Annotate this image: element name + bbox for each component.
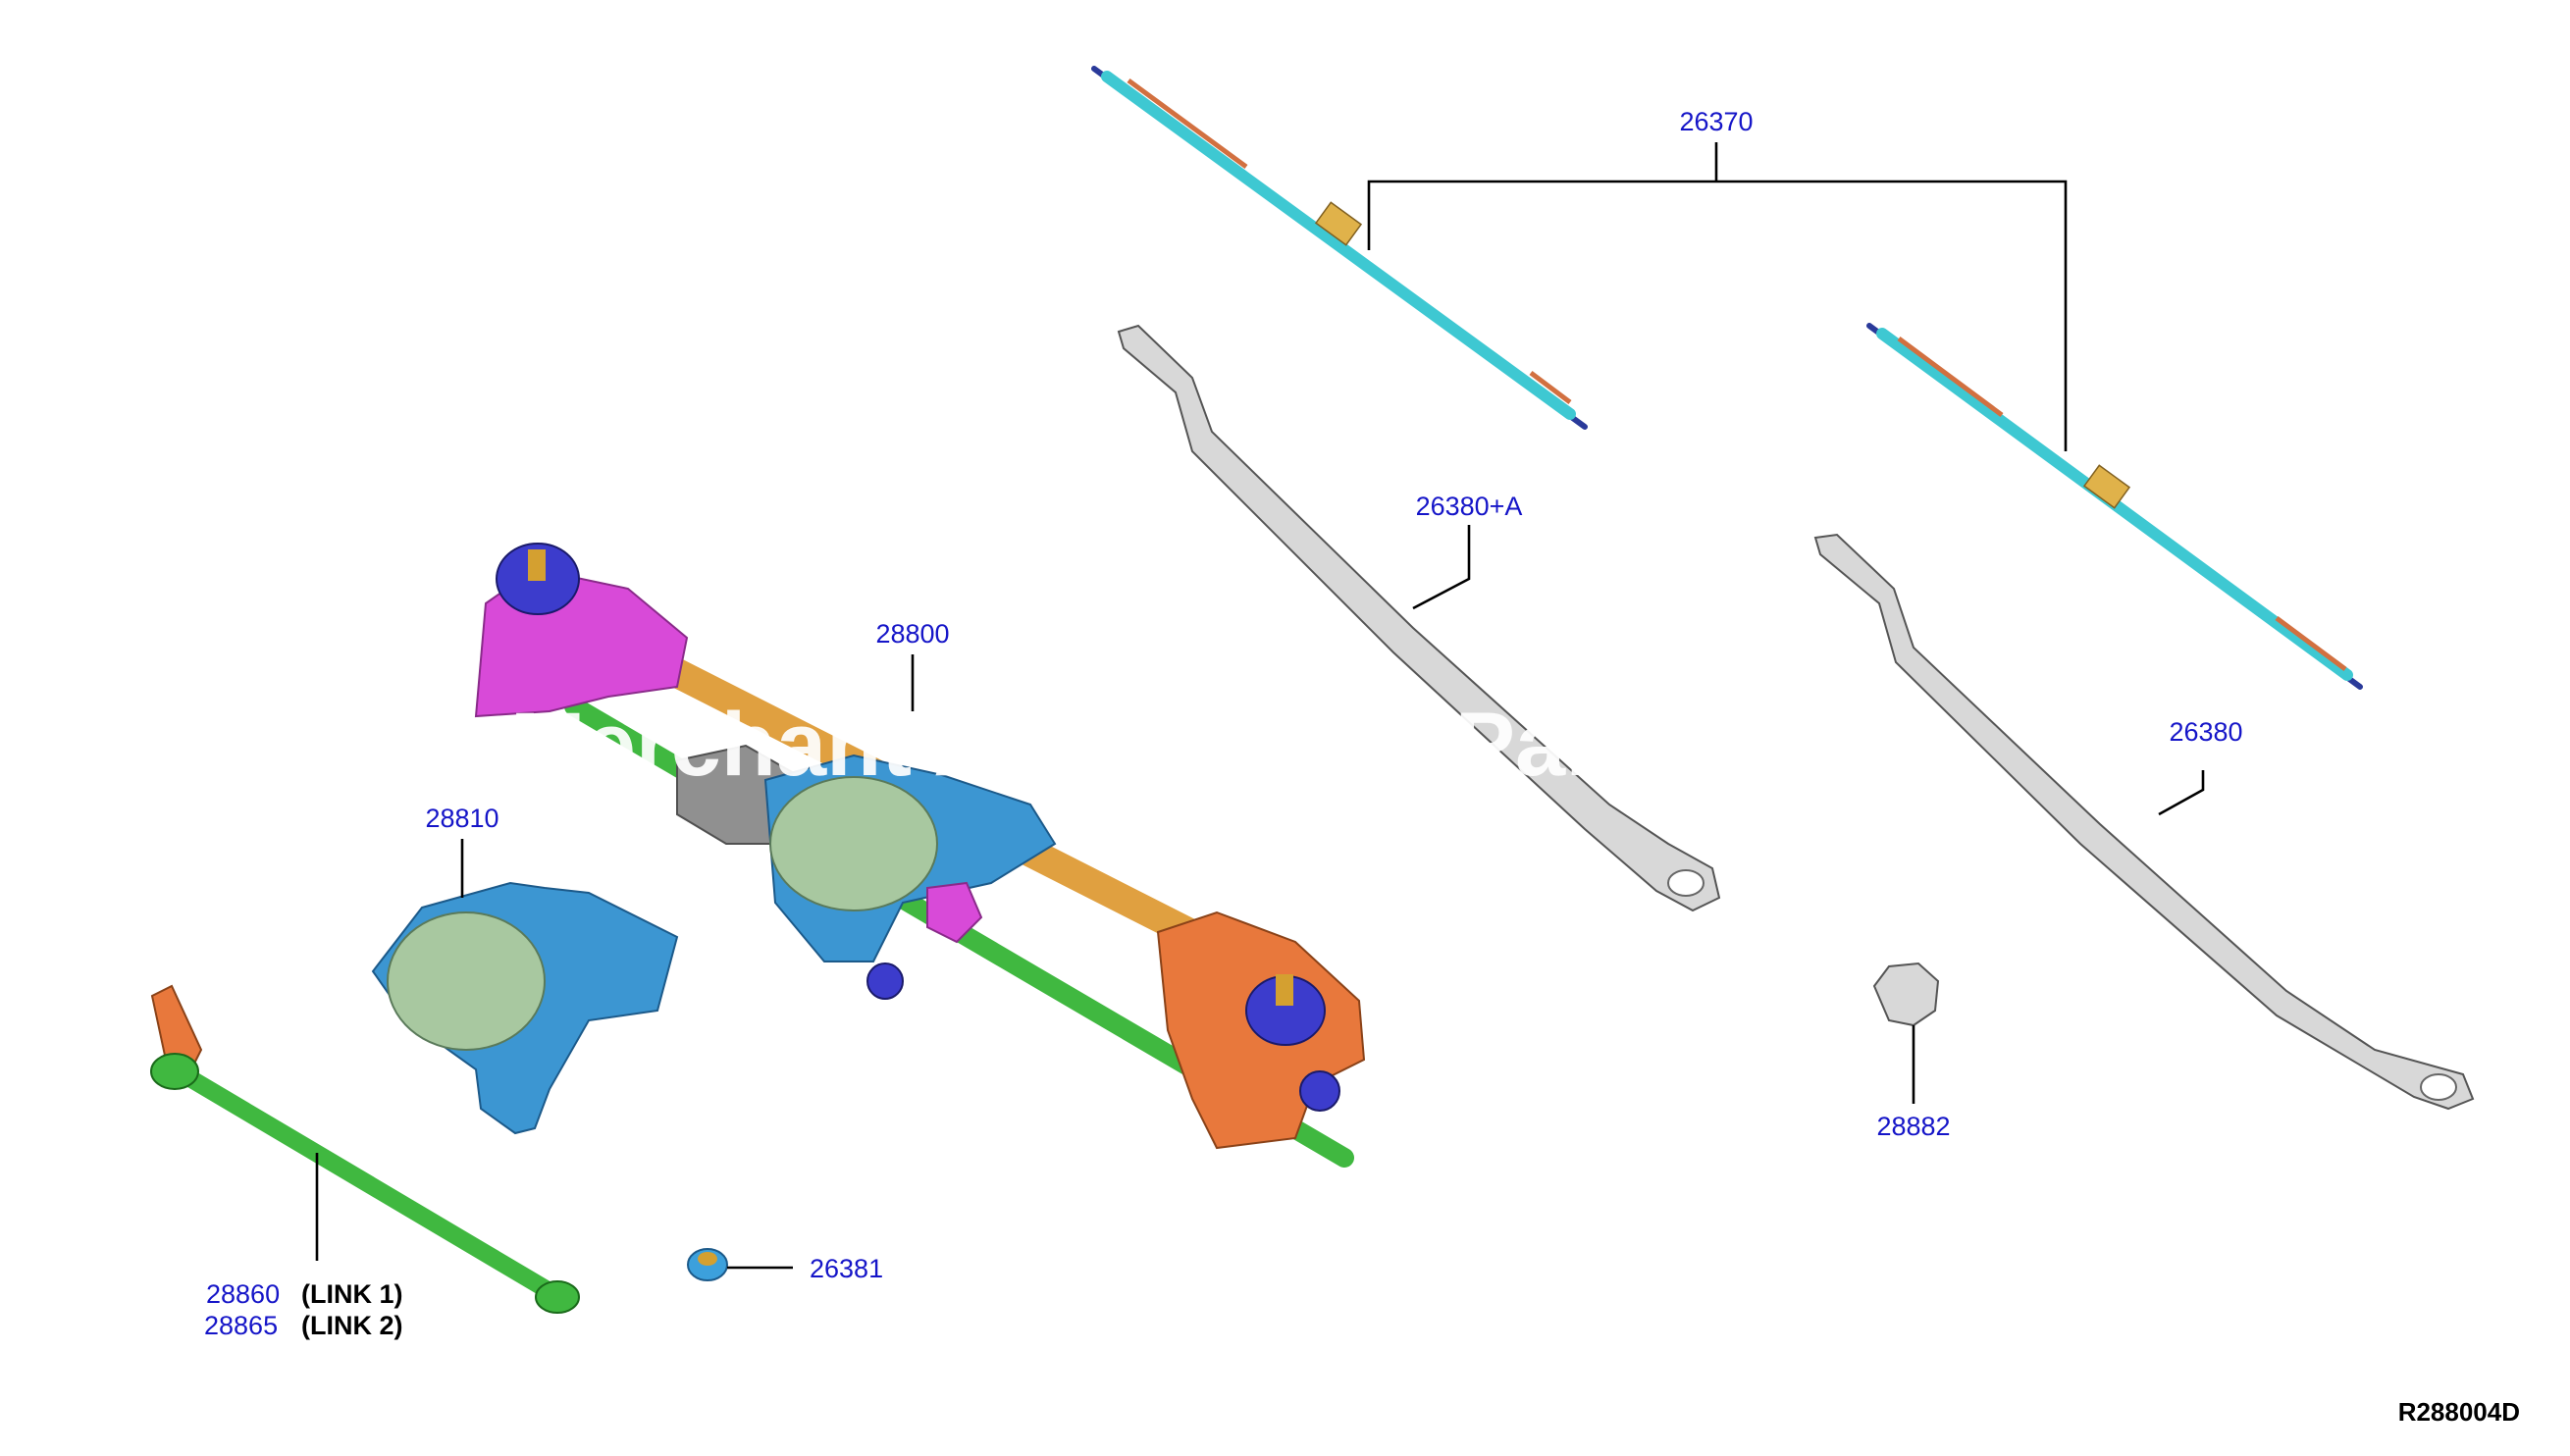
leader-lines [315,142,2205,1270]
label-link2-number: 28865 [204,1311,278,1340]
label-motor: 28810 [425,804,498,833]
wiper-motor[interactable] [371,881,679,1135]
wiper-arm-right[interactable] [1813,533,2475,1111]
wiper-link[interactable] [150,984,580,1314]
wiper-blade-left[interactable] [1091,66,1588,430]
label-cap: 28882 [1876,1112,1950,1141]
arm-nut[interactable] [687,1248,728,1281]
label-link2-name: (LINK 2) [301,1311,403,1340]
label-blade-set: 26370 [1679,107,1753,136]
label-arm-right: 26380 [2169,717,2242,747]
label-link1-name: (LINK 1) [301,1279,403,1309]
diagram-code: R288004D [2398,1397,2520,1427]
watermark: Merchant Automotive Parts [510,695,1681,795]
label-linkage-assembly: 28800 [875,619,949,649]
wiper-linkage-assembly[interactable] [474,543,1366,1168]
wiper-blade-right[interactable] [1866,323,2363,690]
label-arm-left: 26380+A [1416,492,1523,521]
label-arm-nut: 26381 [810,1254,883,1283]
label-link1-number: 28860 [206,1279,280,1309]
pivot-cap[interactable] [1872,962,1940,1027]
wiper-arm-left[interactable] [1117,324,1721,912]
